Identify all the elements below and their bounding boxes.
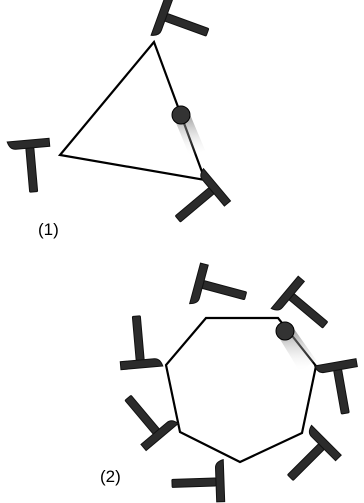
hammer-icon [115, 313, 164, 371]
hammer-icon [170, 459, 226, 503]
hammer-icon [189, 262, 252, 318]
figure-1: (1) [6, 0, 232, 239]
figure-2: (2) [100, 262, 364, 503]
figure-label-2: (2) [100, 467, 121, 486]
ball-icon [275, 321, 316, 372]
hammer-icon [6, 137, 55, 195]
hammer-icon [274, 424, 342, 493]
hammer-icon [150, 0, 215, 54]
hammer-icon [112, 383, 179, 452]
hammer-icon [314, 358, 364, 418]
figure-label-1: (1) [38, 220, 59, 239]
ball-icon [171, 105, 205, 157]
